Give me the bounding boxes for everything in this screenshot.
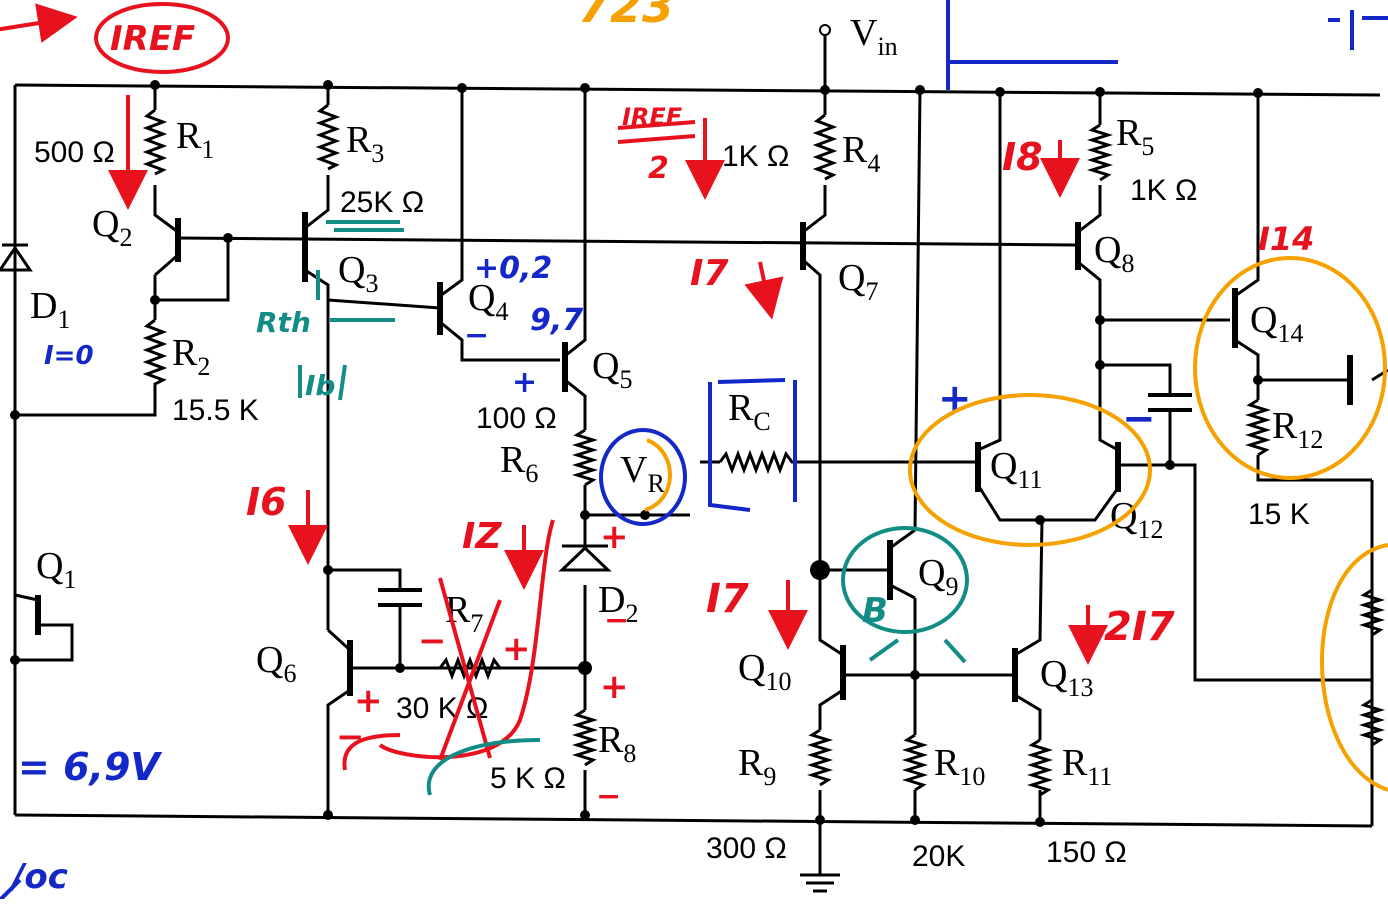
teal-annotations — [298, 220, 969, 796]
orange-annotations — [644, 256, 1388, 792]
r12-value: 15 K — [1248, 498, 1310, 531]
svg-text:+: + — [512, 365, 537, 400]
svg-text:−: − — [418, 621, 447, 661]
iref-half-top: IREF — [622, 103, 683, 131]
val97-label: 9,7 — [530, 303, 583, 338]
red-annotations — [0, 2, 1108, 771]
teal-annotation-text: Rth Ib B — [256, 306, 888, 631]
q6-label: Q6 — [256, 639, 296, 688]
svg-text:−: − — [604, 603, 629, 638]
vr-label: VR — [620, 449, 665, 498]
r9-label: R9 — [738, 742, 776, 791]
i6-label: I6 — [246, 480, 287, 524]
beta-label: B — [862, 591, 888, 631]
vin-label: Vin — [850, 12, 898, 61]
r2-label: R2 — [172, 332, 210, 381]
r4-label: R4 — [842, 129, 880, 178]
svg-text:−: − — [464, 318, 489, 353]
d2-label: D2 — [598, 579, 638, 628]
q1-label: Q1 — [36, 545, 76, 594]
i7-label-b: I7 — [706, 576, 749, 622]
voltage-label: = 6,9V — [18, 745, 162, 789]
i14-label: I14 — [1258, 220, 1314, 258]
r12-label: R12 — [1272, 405, 1323, 454]
iref-label: IREF — [110, 19, 195, 59]
r5-label: R5 — [1116, 112, 1154, 161]
r11-label: R11 — [1062, 742, 1112, 791]
r4-value: 1K Ω — [722, 140, 789, 173]
r10-label: R10 — [934, 742, 985, 791]
iref-half-bottom: 2 — [648, 151, 669, 186]
ib-label: Ib — [305, 369, 335, 402]
r8-label: R8 — [598, 719, 636, 768]
q7-label: Q7 — [838, 257, 878, 306]
i-zero-label: I=0 — [44, 341, 94, 371]
r10-value: 20K — [912, 840, 965, 873]
r6-value: 100 Ω — [476, 402, 557, 435]
svg-text:−: − — [596, 779, 621, 814]
transistor-bases — [35, 212, 1353, 702]
r1-value: 500 Ω — [34, 136, 115, 169]
r8-value: 5 K Ω — [490, 762, 566, 795]
svg-text:−: − — [1122, 396, 1156, 442]
r11-value: 150 Ω — [1046, 836, 1127, 869]
q10-label: Q10 — [738, 647, 791, 696]
i8-label: I8 — [1002, 135, 1043, 179]
svg-text:+: + — [502, 629, 531, 669]
svg-text:+: + — [938, 376, 972, 422]
svg-text:+: + — [600, 667, 629, 707]
r3-label: R3 — [346, 119, 384, 168]
corner-label: /oc — [8, 857, 68, 897]
r1-label: R1 — [176, 115, 214, 164]
svg-text:+: + — [354, 681, 383, 721]
orange-top-label: 723 — [578, 0, 674, 33]
r3-value: 25K Ω — [340, 186, 424, 219]
q14-label: Q14 — [1250, 299, 1303, 348]
svg-text:−: − — [336, 717, 365, 757]
q4-label: Q4 — [468, 277, 508, 326]
iz-label: IZ — [462, 516, 502, 557]
q2-label: Q2 — [92, 203, 132, 252]
rc-label: RC — [728, 387, 771, 436]
q11-label: Q11 — [990, 445, 1043, 494]
i7-label-a: I7 — [690, 253, 728, 294]
rth-label: Rth — [256, 306, 311, 339]
resistor-symbols — [142, 103, 1386, 797]
red-annotation-text: IREF IREF 2 I8 I7 I6 IZ I7 2I7 I14 − + +… — [110, 19, 1314, 814]
q3-label: Q3 — [338, 249, 378, 298]
capacitor-symbols — [378, 393, 1192, 607]
plus02-label: +0,2 — [474, 251, 552, 286]
q9-label: Q9 — [918, 552, 958, 601]
r9-value: 300 Ω — [706, 832, 787, 865]
d1-label: D1 — [30, 285, 70, 334]
two-i7-label: 2I7 — [1104, 604, 1175, 650]
q5-label: Q5 — [592, 345, 632, 394]
junction-dots — [10, 24, 1263, 827]
circuit-wires — [13, 30, 1388, 893]
r5-value: 1K Ω — [1130, 174, 1197, 207]
r6-label: R6 — [500, 439, 538, 488]
q13-label: Q13 — [1040, 653, 1093, 702]
q8-label: Q8 — [1094, 229, 1134, 278]
blue-annotation-text: I=0 = 6,9V +0,2 9,7 /oc + − + − — [8, 251, 1156, 897]
resistor-labels: R1 500 Ω R2 15.5 K R3 25K Ω R4 1K Ω R5 1… — [34, 112, 1323, 873]
r2-value: 15.5 K — [172, 394, 259, 427]
diode-symbols — [0, 243, 612, 572]
transistor-labels: Q2 Q3 Q4 Q5 Q6 Q7 Q8 Q9 Q10 Q11 Q12 Q13 … — [30, 203, 1303, 702]
svg-text:+: + — [600, 517, 629, 557]
